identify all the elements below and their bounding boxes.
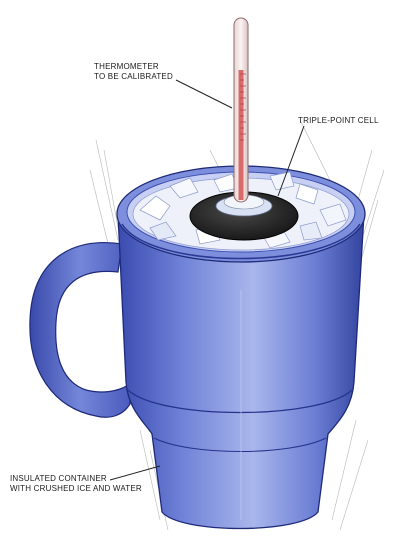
container-handle: [29, 242, 131, 418]
thermometer-label-line-1: THERMOMETER: [94, 62, 159, 71]
triple-point-cell-label-line-1: TRIPLE-POINT CELL: [298, 116, 379, 125]
thermometer: [233, 17, 249, 203]
container-label-line-1: INSULATED CONTAINER: [10, 474, 107, 483]
thermometer-label: THERMOMETER TO BE CALIBRATED: [94, 62, 173, 82]
leader-lines: [109, 79, 305, 481]
thermometer-label-line-2: TO BE CALIBRATED: [94, 72, 173, 81]
thermometer-leader: [175, 79, 233, 109]
container-leader: [109, 465, 161, 481]
container-label-line-2: WITH CRUSHED ICE AND WATER: [10, 484, 142, 493]
container-label: INSULATED CONTAINER WITH CRUSHED ICE AND…: [10, 474, 142, 494]
triple-point-cell-label: TRIPLE-POINT CELL: [298, 116, 379, 126]
sketch-background: [89, 119, 385, 531]
cell-leader: [277, 125, 305, 197]
